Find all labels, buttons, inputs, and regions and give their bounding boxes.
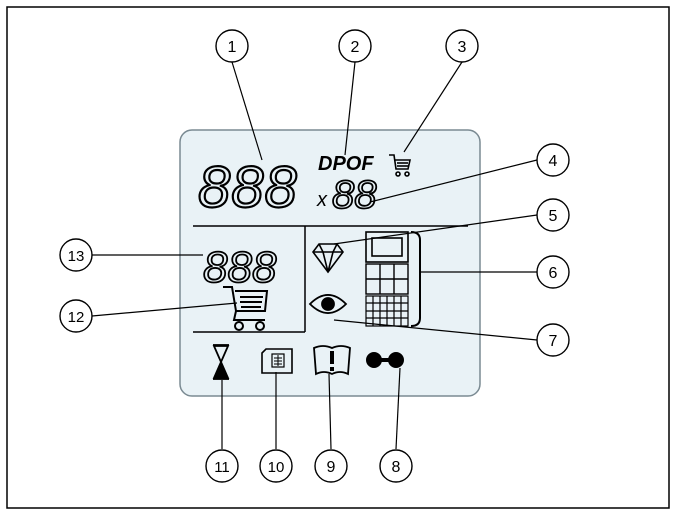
memory-card-icon xyxy=(261,348,293,374)
callout-1: 1 xyxy=(215,29,249,63)
callout-number: 9 xyxy=(327,459,336,476)
order-counter: 888 xyxy=(203,243,277,292)
multiplier-prefix: x xyxy=(316,189,328,211)
callout-number: 4 xyxy=(549,153,558,170)
callout-number: 5 xyxy=(549,208,558,225)
dpof-label: DPOF xyxy=(318,153,374,175)
callout-number: 13 xyxy=(68,248,85,265)
callout-number: 6 xyxy=(549,265,558,282)
callout-number: 11 xyxy=(214,459,230,476)
callout-number: 3 xyxy=(458,39,467,56)
callout-9: 9 xyxy=(314,449,348,483)
callout-4: 4 xyxy=(536,143,570,177)
callout-7: 7 xyxy=(536,323,570,357)
callout-number: 12 xyxy=(68,309,85,326)
callout-2: 2 xyxy=(338,29,372,63)
large-shopping-cart-icon xyxy=(223,286,269,331)
callout-number: 8 xyxy=(392,459,401,476)
callout-8: 8 xyxy=(379,449,413,483)
callout-13: 13 xyxy=(59,238,93,272)
callout-number: 1 xyxy=(228,39,237,56)
usb-link-icon xyxy=(366,352,404,368)
callout-6: 6 xyxy=(536,255,570,289)
callout-11: 11 xyxy=(205,449,239,483)
leader-lines xyxy=(91,61,538,450)
callout-10: 10 xyxy=(259,449,293,483)
diamond-quality-icon xyxy=(312,243,344,274)
callout-5: 5 xyxy=(536,198,570,232)
callout-12: 12 xyxy=(59,299,93,333)
callout-number: 10 xyxy=(268,459,285,476)
layout-1up-icon xyxy=(365,231,409,263)
callout-number: 2 xyxy=(351,39,360,56)
layout-4up-icon xyxy=(365,263,409,295)
warning-book-icon xyxy=(313,345,351,376)
shopping-cart-icon xyxy=(389,154,411,177)
layout-16up-icon xyxy=(365,295,409,327)
callout-number: 7 xyxy=(549,333,558,350)
preview-eye-icon xyxy=(308,294,348,314)
callout-3: 3 xyxy=(445,29,479,63)
copies-counter: 88 xyxy=(332,173,377,217)
hourglass-icon xyxy=(212,344,230,380)
frame-counter: 888 xyxy=(198,155,298,220)
